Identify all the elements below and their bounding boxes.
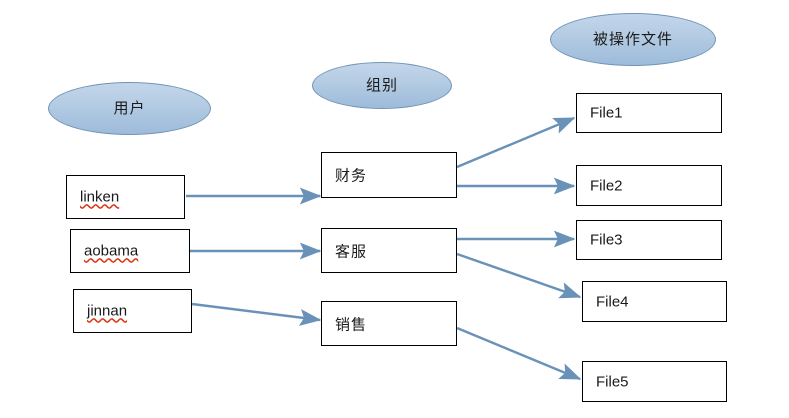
group-node-sales[interactable]: 销售	[321, 301, 457, 346]
file-node-file5[interactable]: File5	[582, 361, 727, 402]
connector-kefu-to-file4	[456, 252, 582, 299]
file-node-file3[interactable]: File3	[576, 220, 722, 260]
group-node-finance-label: 财务	[335, 167, 368, 185]
file-node-file1-label: File1	[590, 104, 623, 122]
group-node-support[interactable]: 客服	[321, 228, 457, 273]
file-node-file2[interactable]: File2	[576, 165, 722, 206]
file-node-file3-label: File3	[590, 231, 623, 249]
column-header-files-label: 被操作文件	[592, 31, 673, 48]
connector-caiwu-to-file1	[456, 116, 576, 169]
file-node-file4[interactable]: File4	[582, 281, 727, 322]
user-node-jinnan[interactable]: jinnan	[73, 289, 192, 333]
group-node-finance[interactable]: 财务	[321, 152, 457, 198]
user-node-linken-label: linken	[80, 188, 120, 206]
group-node-support-label: 客服	[335, 243, 368, 260]
column-header-groups-label: 组别	[365, 77, 398, 94]
column-header-users-label: 用户	[113, 100, 146, 117]
user-node-aobama-label: aobama	[84, 242, 139, 260]
group-node-sales-label: 销售	[335, 316, 368, 333]
user-node-linken[interactable]: linken	[66, 175, 185, 219]
connector-xiaoshou-to-file5	[456, 326, 582, 381]
column-header-files: 被操作文件	[550, 13, 716, 66]
file-node-file5-label: File5	[596, 373, 629, 390]
user-node-jinnan-label: jinnan	[87, 302, 128, 320]
column-header-groups: 组别	[312, 62, 452, 109]
file-node-file1[interactable]: File1	[576, 93, 722, 133]
file-node-file2-label: File2	[590, 177, 623, 194]
column-header-users: 用户	[48, 82, 211, 135]
user-node-aobama[interactable]: aobama	[70, 229, 190, 273]
file-node-file4-label: File4	[596, 293, 629, 310]
connector-jinnan-to-xiaoshou	[191, 302, 322, 326]
